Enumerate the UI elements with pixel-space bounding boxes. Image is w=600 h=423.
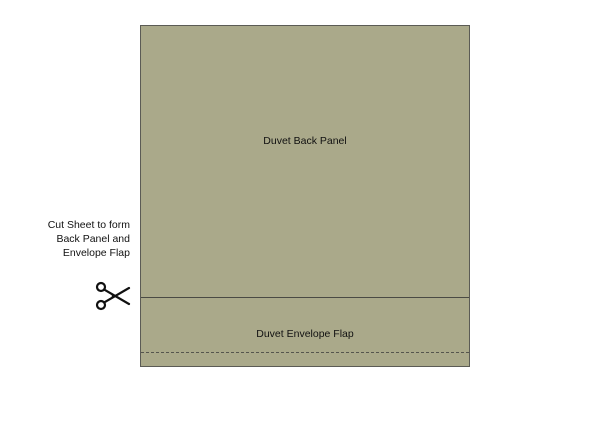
- envelope-flap-region: Duvet Envelope Flap: [141, 298, 469, 366]
- cut-line: [141, 297, 469, 298]
- cut-instruction: Cut Sheet to form Back Panel and Envelop…: [48, 218, 130, 260]
- back-panel-label: Duvet Back Panel: [263, 135, 347, 147]
- cut-instruction-line-2: Back Panel and: [56, 233, 130, 245]
- duvet-sheet: Duvet Back Panel Duvet Envelope Flap: [140, 25, 470, 367]
- scissors-icon: [95, 281, 131, 311]
- envelope-flap-label: Duvet Envelope Flap: [256, 328, 354, 340]
- back-panel-region: Duvet Back Panel: [141, 26, 469, 297]
- cut-instruction-line-3: Envelope Flap: [62, 247, 130, 259]
- dashed-fold-line: [141, 352, 469, 353]
- cut-instruction-line-1: Cut Sheet to form: [47, 219, 130, 231]
